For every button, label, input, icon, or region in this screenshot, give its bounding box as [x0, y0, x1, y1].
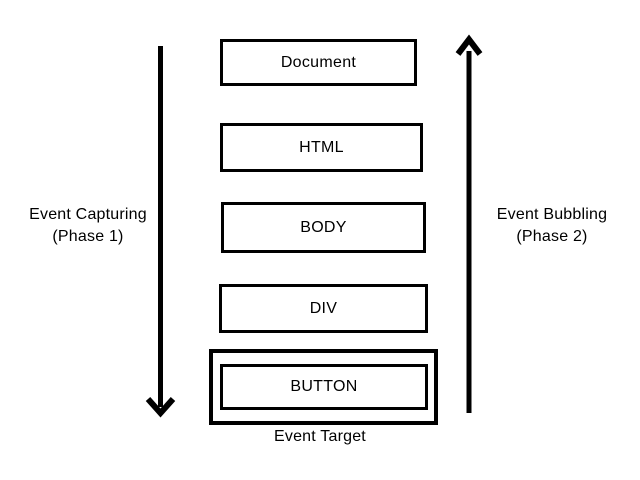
- node-box-html: HTML: [220, 123, 423, 172]
- bubbling-phase-label: Event Bubbling (Phase 2): [477, 204, 627, 248]
- node-label-button: BUTTON: [290, 378, 358, 395]
- node-box-button: BUTTON: [220, 364, 428, 410]
- node-box-document: Document: [220, 39, 417, 86]
- capturing-phase-label: Event Capturing (Phase 1): [13, 204, 163, 248]
- bubbling-phase-label-line1: Event Bubbling: [496, 206, 608, 223]
- node-label-document: Document: [280, 53, 357, 71]
- node-box-body: BODY: [221, 202, 426, 253]
- bubbling-phase-label-line2: (Phase 2): [516, 228, 588, 245]
- capturing-phase-label-line2: (Phase 1): [52, 228, 124, 245]
- node-label-body: BODY: [300, 218, 347, 236]
- node-label-div: DIV: [309, 299, 338, 317]
- event-target-caption: Event Target: [274, 428, 366, 445]
- node-box-div: DIV: [219, 284, 428, 333]
- capturing-phase-label-line1: Event Capturing: [29, 206, 147, 223]
- node-label-html: HTML: [299, 138, 344, 156]
- event-target-highlight-box: BUTTON: [209, 349, 438, 425]
